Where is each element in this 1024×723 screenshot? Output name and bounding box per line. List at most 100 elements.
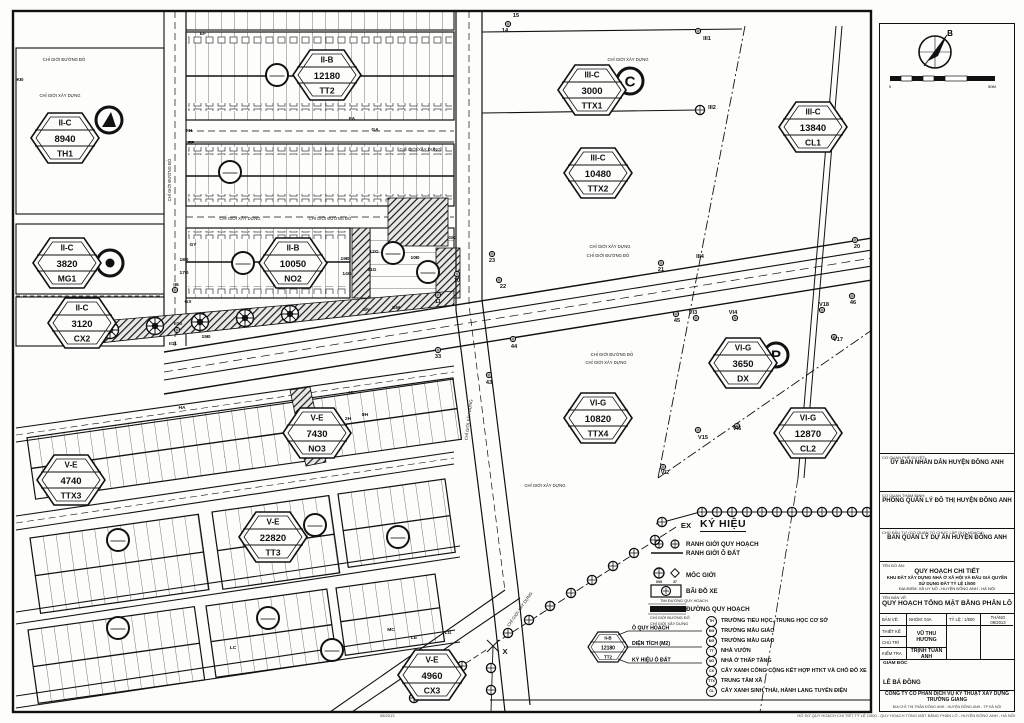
- role-lead: CHỦ TRÌ: [880, 637, 906, 648]
- hexagon-code: MG1: [58, 274, 77, 284]
- land-use-label: TRUNG TÂM XÃ: [721, 678, 763, 684]
- hexagon-area: 8940: [54, 134, 75, 145]
- project-location: ĐỊA ĐIỂM: XÃ UY NỖ - HUYỆN ĐÔNG ANH - HÀ…: [898, 586, 996, 592]
- investor-section: CHỦ ĐẦU TƯ (CƠ QUAN TỔ CHỨC LẬP QUY HOẠC…: [880, 528, 1014, 561]
- director-section: GIÁM ĐỐC LÊ BÁ ĐỒNG: [880, 659, 1014, 690]
- map-label: CHỈ GIỚI ĐƯỜNG ĐỎ: [167, 158, 172, 201]
- drawing-section: TÊN BẢN VẼ: QUY HOẠCH TỔNG MẶT BẰNG PHÂN…: [880, 593, 1014, 613]
- title-block: B 0 50M CƠ QUAN PHÊ DUYỆT: ỦY BAN NHÂN D…: [879, 23, 1015, 712]
- appraise-label: CƠ QUAN THẨM ĐỊNH:: [882, 493, 926, 498]
- map-label: V18: [819, 302, 829, 308]
- map-label: 20: [854, 244, 860, 250]
- map-label: GK: [448, 235, 456, 241]
- land-use-row: CL CÂY XANH SINH THÁI, HÀNH LANG TUYẾN Đ…: [706, 685, 847, 697]
- cell-nhom: NHÓM: 04A: [906, 614, 946, 626]
- land-use-row: CX CÂY XANH CÔNG CỘNG KẾT HỢP HTKT VÀ CH…: [706, 665, 867, 677]
- map-label: III2: [708, 105, 716, 111]
- investor-name: BAN QUẢN LÝ DỰ ÁN HUYỆN ĐÔNG ANH: [887, 535, 1007, 541]
- land-use-label: TRƯỜNG TIỂU HỌC, TRUNG HỌC CƠ SỞ: [721, 618, 828, 624]
- hatched-road-patches: [351, 197, 461, 299]
- map-label: VI6: [733, 426, 741, 432]
- land-use-row: NO NHÀ Ở THẤP TẦNG: [706, 655, 772, 667]
- parcel-hexagon-cl1: III-C 13840 CL1: [778, 101, 848, 153]
- drawing-name: QUY HOẠCH TỔNG MẶT BẰNG PHÂN LÔ: [882, 600, 1012, 607]
- drawing-label: TÊN BẢN VẼ:: [882, 595, 907, 600]
- parcel-hexagon-no3: V-E 7430 NO3: [282, 407, 352, 459]
- svg-text:II-B: II-B: [604, 636, 612, 641]
- landmark-icon: XVII 27: [648, 566, 686, 584]
- map-label: 23: [489, 258, 495, 264]
- map-label: 14G: [342, 271, 351, 277]
- map-frame: [11, 9, 873, 714]
- map-label: CHỈ GIỚI XÂY DỰNG: [399, 147, 440, 152]
- approve-section: CƠ QUAN PHÊ DUYỆT: ỦY BAN NHÂN DÂN HUYỆN…: [880, 453, 1014, 491]
- parcel-hexagon-ttx4: VI-G 10820 TTX4: [563, 392, 633, 444]
- parcel-hexagon-th1: II-C 8940 TH1: [30, 112, 100, 164]
- hexagon-zone: V-E: [426, 656, 440, 665]
- land-use-label: NHÀ Ở THẤP TẦNG: [721, 658, 772, 664]
- hexagon-zone: V-E: [65, 461, 79, 470]
- hexagon-area: 3120: [71, 319, 92, 330]
- map-label: 8H: [362, 412, 369, 418]
- cell-banve: BẢN VẼ:: [880, 614, 906, 626]
- legend-micro-label: CHỈ GIỚI ĐƯỜNG ĐỎ: [650, 615, 690, 620]
- svg-text:50M: 50M: [988, 84, 996, 89]
- legend-title: KÝ HIỆU: [700, 518, 747, 532]
- hexagon-zone: II-C: [59, 119, 72, 128]
- project-scope: KHU ĐẤT XÂY DỰNG NHÀ Ở XÃ HỘI VÀ ĐẤU GIÁ…: [886, 575, 1008, 586]
- map-label: CHỈ GIỚI ĐƯỜNG ĐỎ: [309, 216, 352, 221]
- signature-table: BẢN VẼ: NHÓM: 04A TỶ LỆ : 1/500 THÁNG 08…: [880, 613, 1014, 660]
- parcel-hexagon-cx3: V-E 4960 CX3: [397, 649, 467, 701]
- planned-road-icon: [648, 602, 686, 616]
- map-label: III4: [696, 254, 705, 260]
- hexagon-area: 22820: [260, 533, 286, 544]
- hexagon-area: 12870: [795, 429, 821, 440]
- map-label: III1: [703, 36, 711, 42]
- hexagon-code: CL2: [800, 444, 816, 454]
- hexagon-zone: II-B: [321, 56, 334, 65]
- footer-date: 08/2013: [380, 713, 395, 718]
- hexagon-code: TTX3: [61, 491, 82, 501]
- legend-label: BÃI ĐỖ XE: [686, 587, 718, 595]
- map-label: KĐ: [16, 77, 24, 83]
- hexagon-area: 4960: [421, 671, 442, 682]
- land-use-label: TRƯỜNG MẪU GIÁO: [721, 638, 775, 644]
- map-label: VI3: [689, 310, 697, 316]
- designer-name: VŨ THU HƯƠNG: [906, 626, 946, 648]
- hexagon-zone: II-C: [61, 244, 74, 253]
- parcel-hexagon-ttx2: III-C 10480 TTX2: [563, 147, 633, 199]
- map-label: II10: [174, 321, 182, 327]
- signature-space: [980, 626, 1013, 660]
- hexagon-area: 7430: [306, 429, 327, 440]
- map-label: 45: [674, 318, 680, 324]
- hexagon-code: TTX2: [588, 184, 609, 194]
- map-label: 10: [454, 278, 460, 284]
- hexagon-area: 10480: [585, 169, 611, 180]
- boundary-marker-icon: [648, 538, 686, 550]
- cell-scale: TỶ LỆ : 1/500: [946, 614, 980, 626]
- hexagon-area: 3000: [581, 86, 602, 97]
- map-label: CHỈ GIỚI ĐƯỜNG ĐỎ: [43, 57, 86, 62]
- map-label: MC: [387, 627, 395, 633]
- parcel-hexagon-no2: II-B 10050 NO2: [258, 237, 328, 289]
- map-label: FF: [188, 140, 194, 146]
- legend-row-parking: BÃI ĐỖ XE: [648, 583, 718, 599]
- map-label: VI2: [661, 470, 669, 476]
- hexagon-zone: VI-G: [800, 414, 816, 423]
- map-label: 44: [511, 344, 518, 350]
- hexagon-zone: VI-G: [735, 344, 751, 353]
- hexagon-code: NO3: [308, 444, 326, 454]
- land-use-code-icon: TT: [706, 645, 717, 657]
- school-symbol: [94, 105, 124, 135]
- legend-row-landmark: XVII 27 MỐC GIỚI: [648, 566, 716, 584]
- land-use-row: MG TRƯỜNG MẪU GIÁO: [706, 635, 775, 647]
- hexagon-code: CX2: [74, 334, 91, 344]
- map-label: CHỈ GIỚI XÂY DỰNG: [607, 57, 648, 62]
- map-label: LG: [445, 630, 452, 636]
- hexagon-code: TTX4: [588, 429, 609, 439]
- hexagon-code: CX3: [424, 686, 441, 696]
- land-use-label: CÂY XANH SINH THÁI, HÀNH LANG TUYẾN ĐIỆN: [721, 688, 847, 694]
- map-label: 22: [500, 284, 506, 290]
- map-label: 17Đ: [180, 270, 189, 276]
- map-label: 14: [502, 28, 509, 34]
